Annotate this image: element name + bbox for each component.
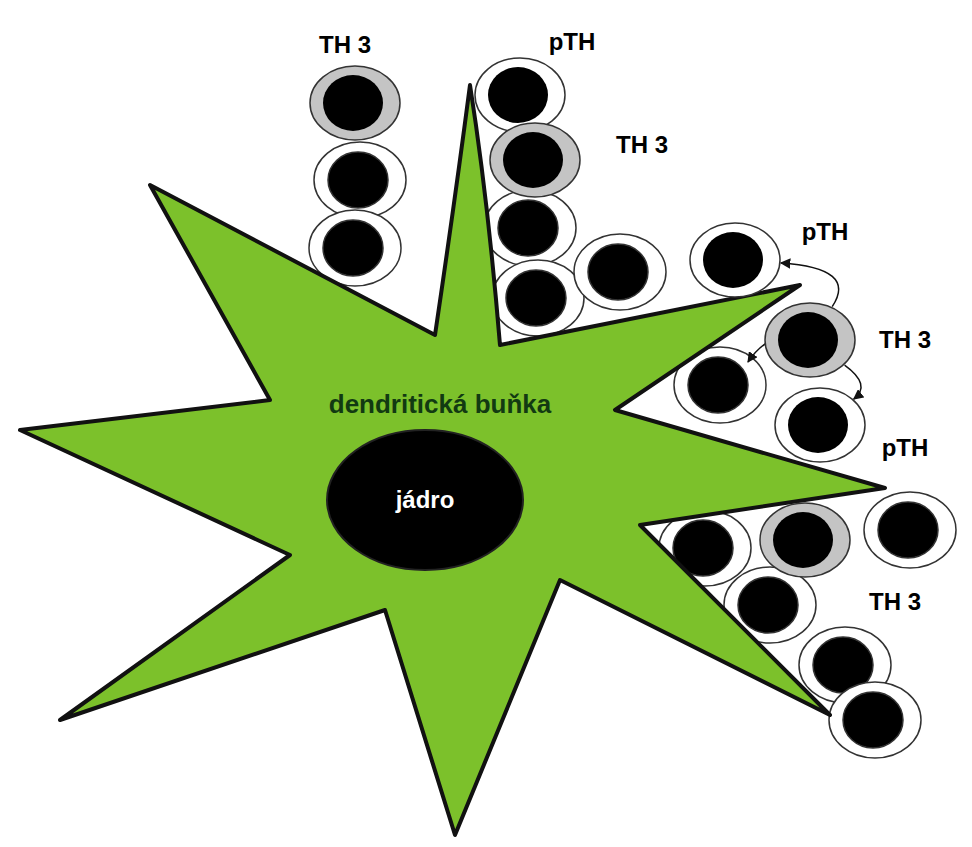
t-cell-outline (489, 122, 581, 198)
pth-cell: pTH (474, 57, 566, 133)
th3-cell: TH 3 (489, 122, 581, 198)
t-cell-body (765, 303, 855, 377)
t-cell-outline (759, 502, 851, 578)
t-cell-body (760, 503, 850, 577)
t-cell-outline (689, 222, 781, 298)
pth-cell: pTH (774, 387, 866, 463)
nucleus: jádro (325, 428, 525, 572)
nucleus-shape (327, 430, 523, 570)
t-cell-outline (764, 302, 856, 378)
t-cell-outline (309, 65, 401, 141)
cell-body (20, 85, 885, 835)
t-cell-body (475, 58, 565, 132)
t-cell-nucleus (488, 67, 548, 123)
t-cell-body (775, 388, 865, 462)
cell-label: TH 3 (616, 131, 668, 159)
t-cell (492, 260, 584, 336)
t-cell (829, 682, 921, 758)
th3-cell: TH 3 (764, 302, 856, 378)
t-cell (484, 190, 576, 266)
signal-arrow (781, 263, 839, 307)
t-cell (574, 234, 666, 310)
signal-arrow (845, 365, 861, 399)
t-cell (864, 492, 956, 568)
cell-label: TH 3 (879, 326, 931, 354)
cell-label: pTH (802, 218, 849, 246)
th3-cell: TH 3 (309, 65, 401, 141)
cell-label: pTH (549, 28, 596, 56)
cell-name: dendritická buňka (329, 390, 552, 420)
pth-cell: pTH (689, 222, 781, 298)
t-cell-body (490, 123, 580, 197)
t-cell-nucleus (788, 397, 848, 453)
t-cell-body (310, 66, 400, 140)
t-cell-outline (474, 57, 566, 133)
t-cell-outline (774, 387, 866, 463)
t-cell-nucleus (703, 232, 763, 288)
t-cell (314, 142, 406, 218)
t-cell-nucleus (323, 75, 383, 131)
t-cell-nucleus (503, 132, 563, 188)
cell-label: pTH (882, 434, 929, 462)
t-cell-body (690, 223, 780, 297)
cell-label: TH 3 (319, 31, 371, 59)
th3-cell: TH 3 (759, 502, 851, 578)
nucleus-label: jádro (396, 486, 455, 514)
t-cell-nucleus (773, 512, 833, 568)
t-cell-nucleus (778, 312, 838, 368)
cell-label: TH 3 (869, 588, 921, 616)
